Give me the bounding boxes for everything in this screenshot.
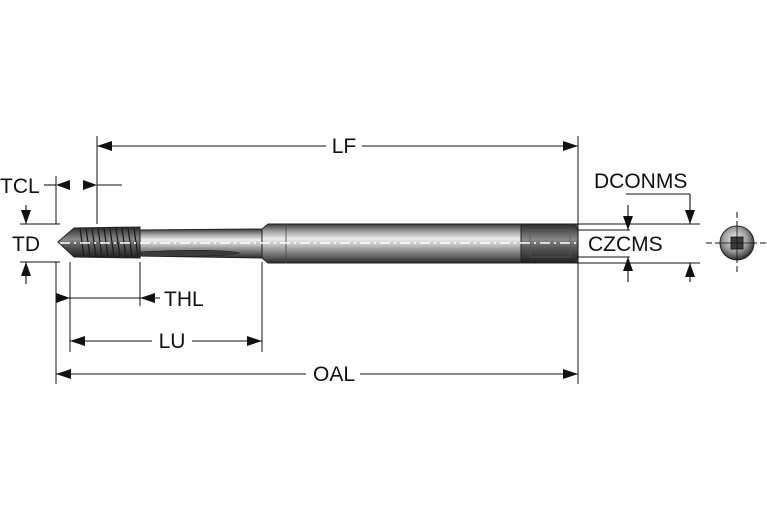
dimension-lf: LF xyxy=(97,135,578,158)
dimension-lu: LU xyxy=(70,330,262,353)
dimension-czcms: CZCMS xyxy=(578,205,663,282)
label-td: TD xyxy=(12,233,40,256)
dimension-thl: THL xyxy=(56,288,204,311)
dimension-dconms: DCONMS xyxy=(594,170,695,282)
label-lf: LF xyxy=(332,135,357,158)
end-view xyxy=(706,212,767,275)
flute-groove xyxy=(139,249,241,257)
dimension-tcl: TCL xyxy=(0,175,122,224)
label-czcms: CZCMS xyxy=(588,233,663,256)
label-tcl: TCL xyxy=(0,175,40,198)
extension-lines xyxy=(20,136,700,384)
dimension-td: TD xyxy=(12,205,40,284)
label-dconms: DCONMS xyxy=(594,170,687,193)
square-drive-flat xyxy=(529,229,571,258)
label-lu: LU xyxy=(159,330,186,353)
tap-tool xyxy=(57,223,579,264)
dimension-oal: OAL xyxy=(56,363,578,386)
label-thl: THL xyxy=(164,288,204,311)
label-oal: OAL xyxy=(313,363,355,386)
